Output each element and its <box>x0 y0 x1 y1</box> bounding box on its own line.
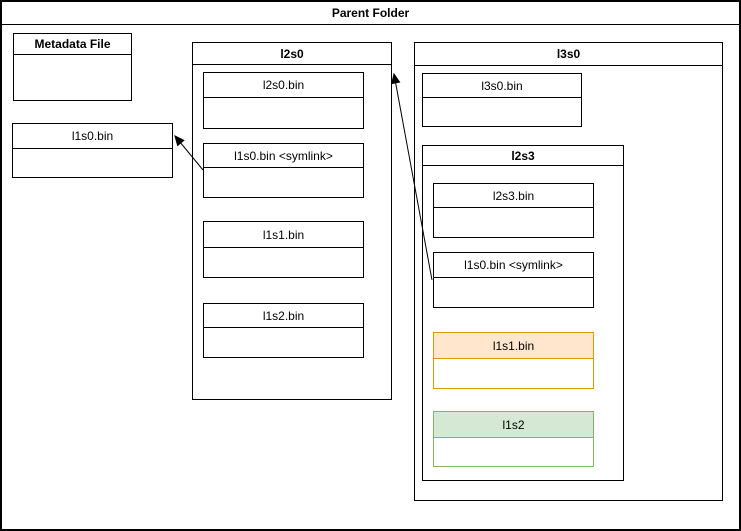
l3s0-bin-title: l3s0.bin <box>423 74 581 98</box>
metadata-file-box: Metadata File <box>13 33 132 101</box>
l2s3-l1s2-box-highlight-green: l1s2 <box>433 411 594 467</box>
l2s0-l1s2-bin-box: l1s2.bin <box>203 303 364 358</box>
l3s0-folder-title: l3s0 <box>415 43 722 66</box>
l2s3-l1s2-title: l1s2 <box>434 412 593 438</box>
l2s3-l1s1-bin-box-highlight-orange: l1s1.bin <box>433 332 594 389</box>
l2s0-folder-title: l2s0 <box>193 43 391 65</box>
l2s0-l1s2-bin-title: l1s2.bin <box>204 304 363 328</box>
l1s0-bin-box: l1s0.bin <box>12 123 173 178</box>
l2s0-bin-box: l2s0.bin <box>203 72 364 129</box>
l2s0-l1s1-bin-box: l1s1.bin <box>203 221 364 278</box>
l2s0-bin-title: l2s0.bin <box>204 73 363 98</box>
parent-folder-title: Parent Folder <box>2 2 739 25</box>
l2s0-l1s0-symlink-title: l1s0.bin <symlink> <box>204 144 363 168</box>
l2s0-l1s1-bin-title: l1s1.bin <box>204 222 363 248</box>
l2s3-l1s0-symlink-box: l1s0.bin <symlink> <box>433 252 594 308</box>
l1s0-bin-title: l1s0.bin <box>13 124 172 149</box>
l2s3-l1s1-bin-title: l1s1.bin <box>434 333 593 359</box>
l3s0-bin-box: l3s0.bin <box>422 73 582 127</box>
l2s3-bin-title: l2s3.bin <box>434 184 593 208</box>
l2s0-l1s0-symlink-box: l1s0.bin <symlink> <box>203 143 364 198</box>
l2s3-folder-title: l2s3 <box>423 146 623 166</box>
l2s3-l1s0-symlink-title: l1s0.bin <symlink> <box>434 253 593 278</box>
l2s3-bin-box: l2s3.bin <box>433 183 594 238</box>
metadata-file-title: Metadata File <box>14 34 131 55</box>
